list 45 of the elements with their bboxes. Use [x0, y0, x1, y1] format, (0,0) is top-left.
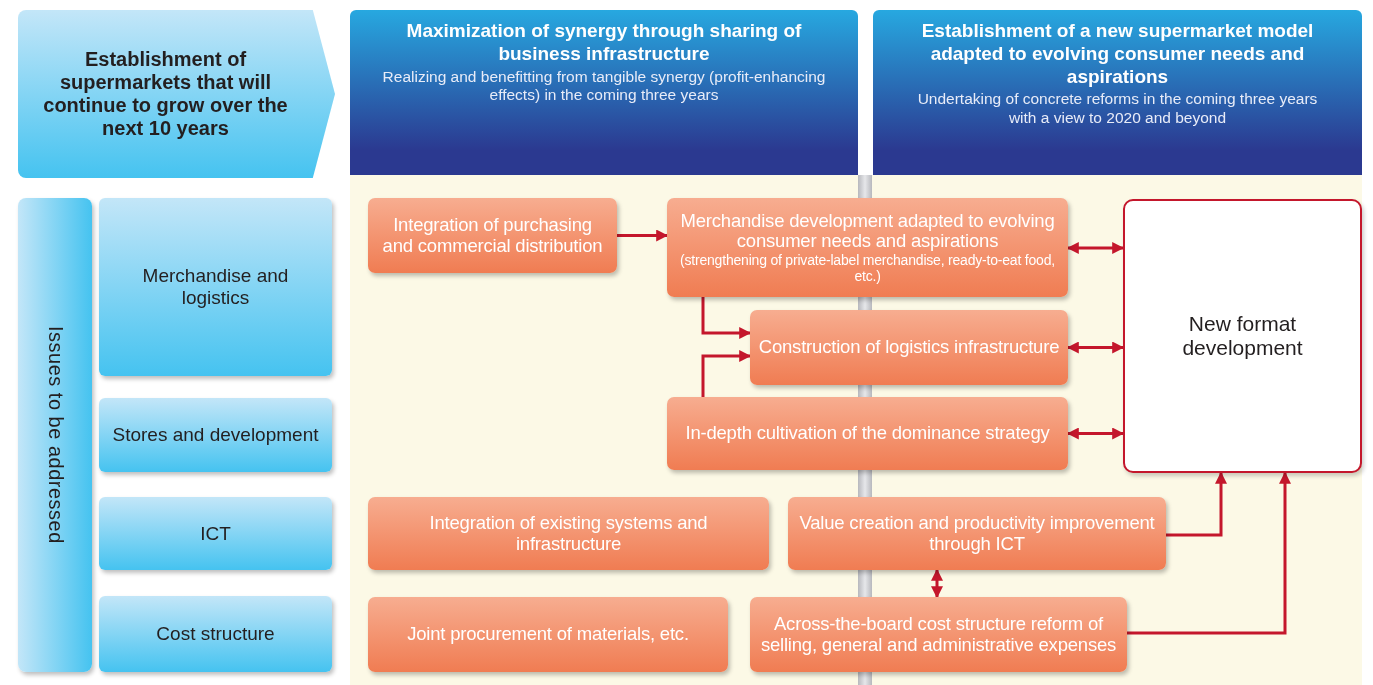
process-text: Integration of purchasing and commercial distribution: [381, 214, 604, 257]
process-text: In-depth cultivation of the dominance strategy: [685, 423, 1050, 444]
process-text: Construction of logistics infrastructure: [758, 337, 1060, 358]
process-text: Joint procurement of materials, etc.: [407, 624, 689, 645]
process-text: Across-the-board cost structure reform of selling, general and administrative expenses: [759, 613, 1118, 656]
header-text: Establishment of a new supermarket model adapted to evolving consumer needs and aspirations: [920, 20, 1315, 89]
column-header: [873, 10, 1362, 175]
process-box: [788, 497, 1166, 570]
process-box: [368, 597, 728, 672]
goal-text: New format development: [1181, 311, 1304, 361]
row-header: [99, 596, 332, 672]
arrow: [1066, 427, 1125, 440]
subtitle-text: Realizing and benefitting from tangible synergy (profit-enhancing effects) in the coming three years: [381, 67, 827, 105]
goal-box: [1123, 199, 1362, 473]
arrow: [701, 350, 752, 397]
subtitle-text: Undertaking of concrete reforms in the coming three years with a view to 2020 and beyond: [916, 90, 1319, 128]
arrow: [931, 568, 943, 599]
category-bar: [18, 198, 92, 672]
process-box: [368, 198, 617, 273]
process-box: [368, 497, 769, 570]
row-header: [99, 497, 332, 570]
row-label: Merchandise and logistics: [141, 265, 290, 309]
arrow: [617, 229, 669, 242]
process-box: [750, 310, 1068, 385]
arrow: [1066, 242, 1125, 254]
header-text: Maximization of synergy through sharing of business infrastructure: [405, 20, 803, 66]
goal-text: Establishment of supermarkets that will continue to grow over the next 10 years: [42, 48, 289, 140]
arrow: [701, 297, 752, 339]
process-box: [667, 198, 1068, 297]
process-box: [667, 397, 1068, 470]
process-text: Value creation and productivity improvement through ICT: [798, 512, 1156, 555]
row-header: [99, 198, 332, 376]
row-label: Cost structure: [156, 623, 275, 645]
row-label: ICT: [200, 522, 231, 545]
arrow: [1166, 471, 1227, 537]
process-text: Integration of existing systems and infrastructure: [428, 512, 709, 555]
process-text: Merchandise development adapted to evolving consumer needs and aspirations: [679, 210, 1056, 253]
column-header: [350, 10, 858, 175]
arrow: [1066, 341, 1125, 354]
row-header: [99, 398, 332, 472]
subtitle-text: (strengthening of private-label merchandise, ready-to-eat food, etc.): [679, 252, 1056, 285]
row-label: Stores and development: [112, 424, 319, 446]
category-label: Issues to be addressed: [43, 326, 67, 544]
arrow: [1127, 471, 1291, 635]
process-box: [750, 597, 1127, 672]
